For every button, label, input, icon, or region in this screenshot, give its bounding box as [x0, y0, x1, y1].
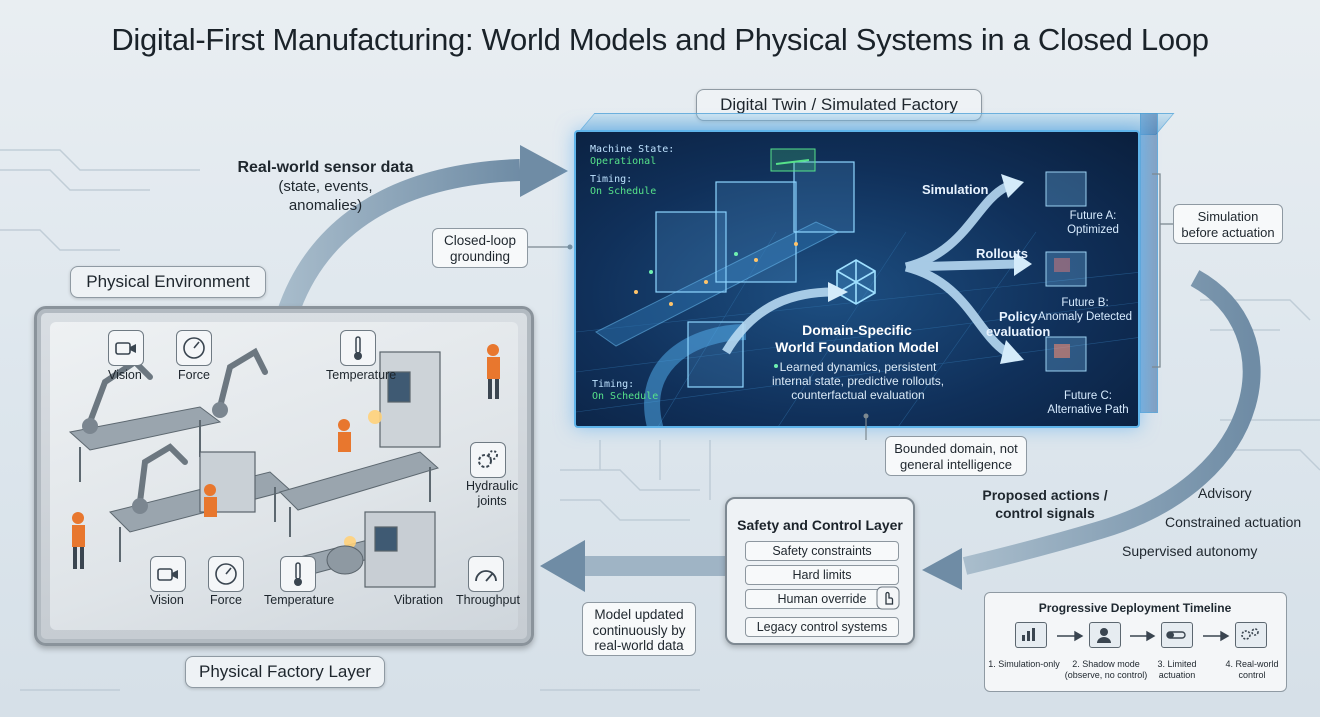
sensor-label-vision-top: Vision	[108, 368, 142, 382]
twin-illustration	[576, 148, 1138, 426]
thermometer-icon-bottom	[280, 556, 316, 592]
future-c-label: Future C:Alternative Path	[1047, 390, 1129, 416]
twin-box-side	[1140, 113, 1158, 413]
vision-camera-icon	[108, 330, 144, 366]
closed-loop-connector	[528, 244, 573, 250]
human-override-item[interactable]: Human override	[745, 589, 899, 609]
sensor-label-temperature-bottom: Temperature	[264, 593, 335, 607]
sensor-label-vibration: Vibration	[394, 593, 444, 607]
digital-twin-panel: Machine State: Operational Timing: On Sc…	[574, 130, 1140, 428]
proposed-actions-text: Proposed actions /control signals	[982, 487, 1108, 521]
worker-figures	[72, 344, 500, 569]
shadow-mode-user-icon	[1089, 622, 1121, 648]
safety-constraints-item: Safety constraints	[745, 541, 899, 561]
future-b-label: Future B:Anomaly Detected	[1038, 297, 1132, 323]
autonomy-level-advisory: Advisory	[1198, 485, 1252, 501]
timeline-step-1-label: 1. Simulation-only	[988, 659, 1060, 669]
sensor-label-force-top: Force	[178, 368, 210, 382]
safety-control-layer: Safety and Control Layer Safety constrai…	[725, 497, 915, 645]
bounded-note-connector	[863, 413, 869, 440]
timeline-step-2-label: 2. Shadow mode(observe, no control)	[1064, 659, 1148, 680]
sensor-label-temperature-top: Temperature	[326, 368, 397, 382]
hand-pointer-icon	[876, 586, 900, 610]
hud-machine-state: Machine State: Operational	[590, 144, 675, 167]
sensor-label-vision-bottom: Vision	[150, 593, 184, 607]
page-title: Digital-First Manufacturing: World Model…	[111, 22, 1209, 57]
vision-camera-icon-bottom	[150, 556, 186, 592]
throughput-gauge-icon	[468, 556, 504, 592]
sensor-data-text: Real-world sensor data (state, events, a…	[237, 159, 414, 214]
sensor-label-force-bottom: Force	[210, 593, 242, 607]
force-gauge-icon-bottom	[208, 556, 244, 592]
force-gauge-icon	[176, 330, 212, 366]
simulation-bracket	[1152, 173, 1176, 368]
progressive-deployment-timeline: Progressive Deployment Timeline 1. Simul…	[984, 592, 1287, 692]
hud-timing-top: Timing: On Schedule	[590, 174, 657, 197]
autonomy-level-supervised: Supervised autonomy	[1122, 543, 1258, 559]
physical-factory-layer-label: Physical Factory Layer	[185, 656, 385, 688]
sensor-label-throughput: Throughput	[456, 593, 520, 607]
limited-actuation-icon	[1161, 622, 1193, 648]
safety-layer-title: Safety and Control Layer	[737, 517, 903, 533]
thermometer-icon	[340, 330, 376, 366]
timeline-arrows	[1057, 630, 1230, 642]
branch-rollouts-label: Rollouts	[976, 246, 1028, 261]
autonomy-level-constrained: Constrained actuation	[1165, 514, 1302, 530]
future-a-label: Future A:Optimized	[1067, 210, 1119, 236]
real-world-control-icon	[1235, 622, 1267, 648]
timeline-title: Progressive Deployment Timeline	[1038, 601, 1232, 615]
hud-timing-bottom: Timing: On Schedule	[592, 379, 659, 402]
hydraulic-gears-icon	[470, 442, 506, 478]
branch-simulation-label: Simulation	[922, 182, 989, 197]
legacy-control-systems-item: Legacy control systems	[745, 617, 899, 637]
simulation-monitor-icon	[1015, 622, 1047, 648]
hard-limits-item: Hard limits	[745, 565, 899, 585]
physical-environment-label: Physical Environment	[70, 266, 266, 298]
